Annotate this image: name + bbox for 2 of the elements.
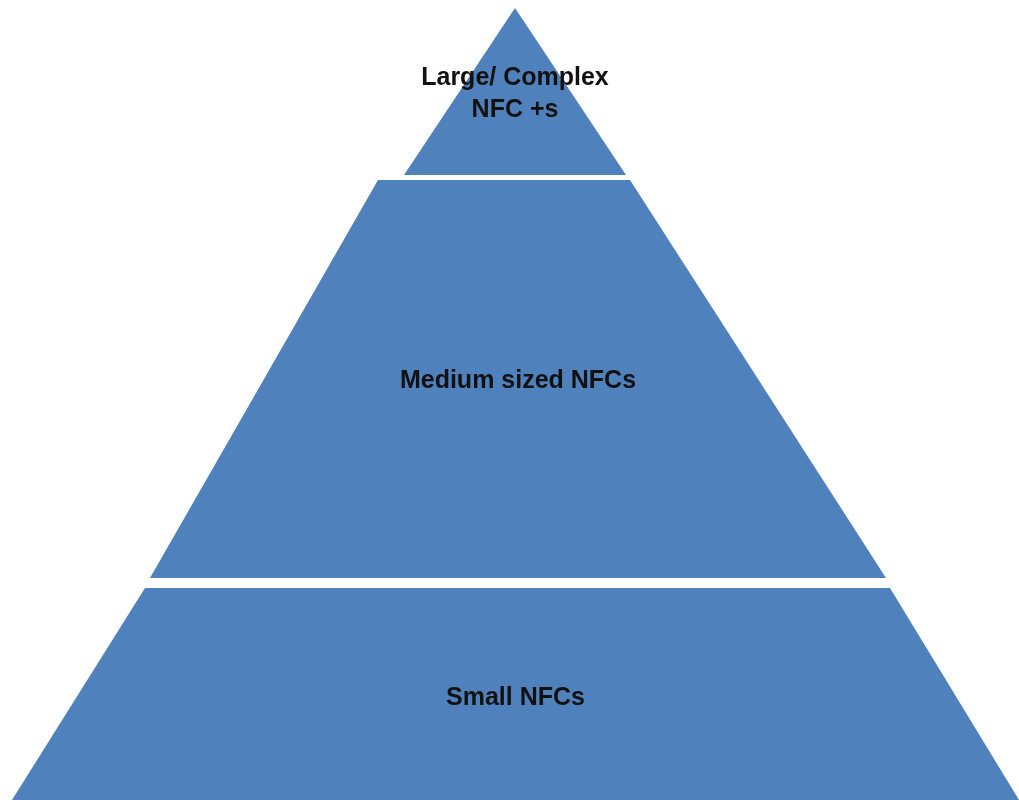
tier-label: Small NFCs [446, 681, 585, 712]
tier-label: Medium sized NFCs [399, 364, 637, 395]
